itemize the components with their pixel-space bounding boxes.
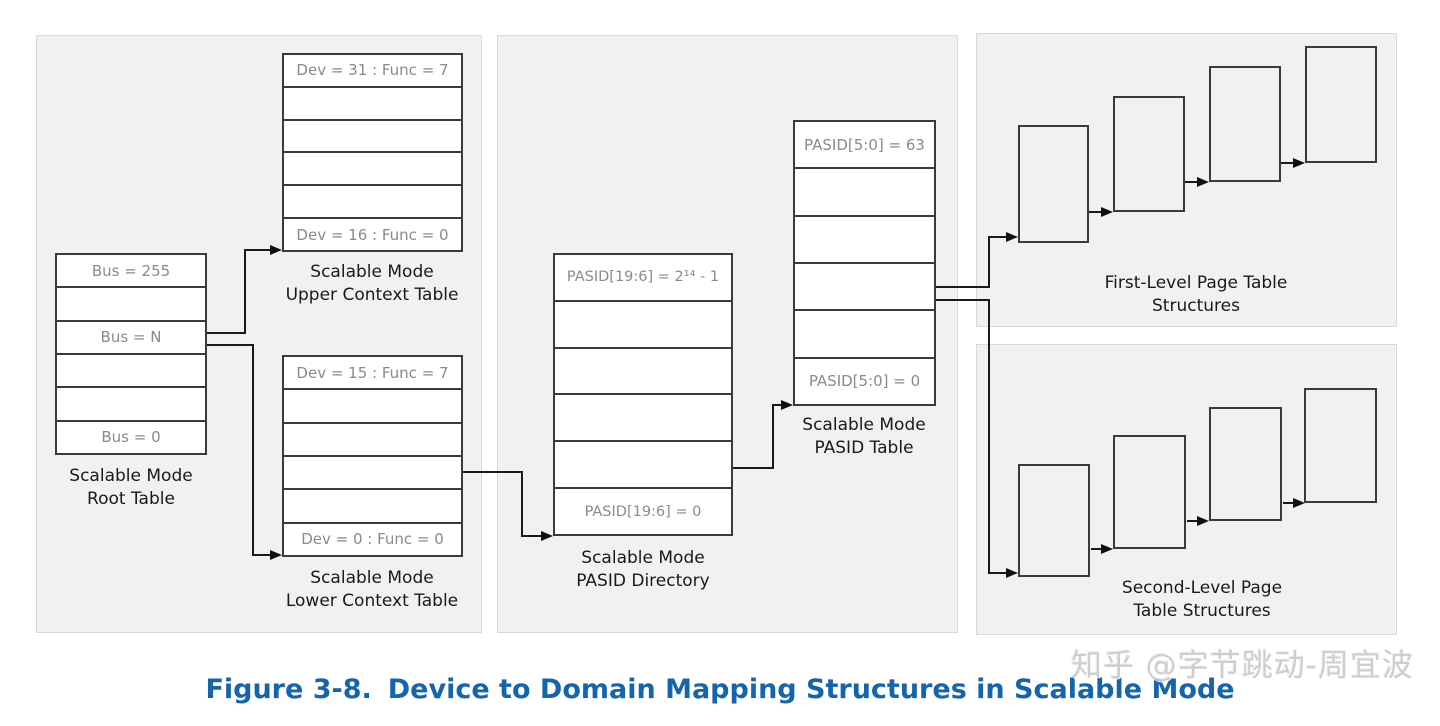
pasid-table-cell bbox=[795, 167, 934, 214]
pasid-table-cell bbox=[795, 214, 934, 262]
lower-context-cell bbox=[284, 488, 461, 521]
pasid-table-cell bbox=[795, 261, 934, 309]
pasid-directory-table: PASID[19:6] = 2¹⁴ - 1 PASID[19:6] = 0 bbox=[553, 253, 733, 536]
lower-context-table: Dev = 15 : Func = 7 Dev = 0 : Func = 0 bbox=[282, 355, 463, 557]
pasid-table: PASID[5:0] = 63 PASID[5:0] = 0 bbox=[793, 120, 936, 406]
pasid-directory-cell bbox=[555, 393, 731, 440]
upper-context-cell bbox=[284, 85, 461, 119]
root-table-label: Scalable Mode Root Table bbox=[69, 466, 193, 509]
root-table-cell: Bus = 0 bbox=[57, 419, 205, 453]
watermark-text: 知乎 @字节跳动-周宜波 bbox=[1070, 648, 1414, 684]
root-table-cell bbox=[57, 352, 205, 386]
root-table-cell: Bus = N bbox=[57, 319, 205, 353]
root-table-cell: Bus = 255 bbox=[91, 261, 171, 280]
pasid-directory-cell bbox=[555, 440, 731, 487]
pasid-table-cell: PASID[5:0] = 0 bbox=[795, 356, 934, 404]
figure-title: Device to Domain Mapping Structures in S… bbox=[387, 674, 1235, 705]
pasid-directory-cell: PASID[19:6] = 0 bbox=[555, 487, 731, 534]
pasid-directory-cell: PASID[19:6] = 2¹⁴ - 1 bbox=[566, 269, 720, 286]
lower-context-cell bbox=[284, 454, 461, 488]
first-level-structures-label: First-Level Page Table Structures bbox=[1104, 273, 1288, 316]
pasid-table-label: Scalable Mode PASID Table bbox=[802, 415, 926, 458]
first-level-box-2 bbox=[1113, 96, 1185, 212]
second-level-box-1 bbox=[1018, 464, 1090, 577]
second-level-box-4 bbox=[1304, 388, 1377, 503]
figure-number: Figure 3-8. bbox=[205, 674, 372, 705]
lower-context-table-label: Scalable Mode Lower Context Table bbox=[285, 568, 459, 611]
upper-context-cell: Dev = 31 : Func = 7 bbox=[296, 61, 449, 80]
pasid-table-cell: PASID[5:0] = 63 bbox=[804, 135, 925, 154]
first-level-box-3 bbox=[1209, 66, 1281, 182]
second-level-structures-label: Second-Level Page Table Structures bbox=[1121, 578, 1283, 621]
root-table-cell bbox=[57, 286, 205, 319]
second-level-box-2 bbox=[1113, 435, 1186, 549]
lower-context-cell: Dev = 15 : Func = 7 bbox=[296, 363, 449, 382]
root-table-cell bbox=[57, 386, 205, 419]
upper-context-cell: Dev = 16 : Func = 0 bbox=[284, 217, 461, 250]
upper-context-cell bbox=[284, 151, 461, 184]
upper-context-table-label: Scalable Mode Upper Context Table bbox=[285, 262, 459, 305]
figure-caption: Figure 3-8. Device to Domain Mapping Stru… bbox=[0, 674, 1440, 705]
upper-context-table: Dev = 31 : Func = 7 Dev = 16 : Func = 0 bbox=[282, 53, 463, 252]
pasid-directory-cell bbox=[555, 346, 731, 394]
first-level-box-1 bbox=[1018, 125, 1089, 243]
pasid-directory-cell bbox=[555, 299, 731, 347]
lower-context-cell bbox=[284, 421, 461, 455]
pasid-directory-label: Scalable Mode PASID Directory bbox=[576, 548, 710, 591]
lower-context-cell: Dev = 0 : Func = 0 bbox=[284, 521, 461, 555]
pasid-table-cell bbox=[795, 309, 934, 356]
root-table: Bus = 255 Bus = N Bus = 0 bbox=[55, 253, 207, 455]
first-level-box-4 bbox=[1305, 46, 1377, 163]
upper-context-cell bbox=[284, 118, 461, 152]
lower-context-cell bbox=[284, 388, 461, 421]
second-level-box-3 bbox=[1209, 407, 1282, 521]
upper-context-cell bbox=[284, 184, 461, 217]
